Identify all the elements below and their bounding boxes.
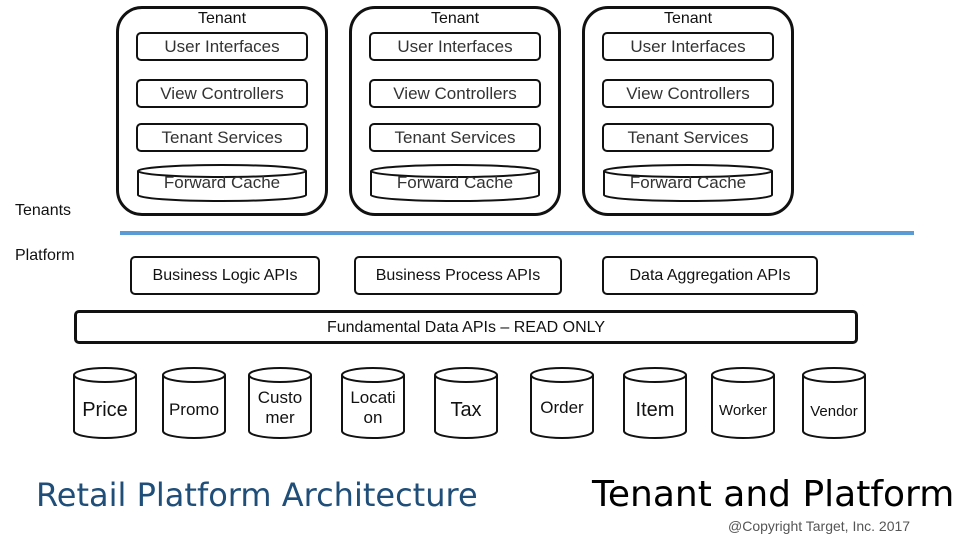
forward-cache-label: Forward Cache — [396, 173, 514, 192]
tenant-box-2: Tenant User Interfaces View Controllers … — [349, 6, 561, 216]
user-interfaces-layer: User Interfaces — [602, 32, 774, 61]
platform-label: Platform — [15, 247, 75, 264]
tenant-services-layer: Tenant Services — [136, 123, 308, 152]
tenant-services-layer: Tenant Services — [602, 123, 774, 152]
database-order: Order — [529, 366, 595, 440]
forward-cache-label: Forward Cache — [163, 173, 281, 192]
tenant-box-1: Tenant User Interfaces View Controllers … — [116, 6, 328, 216]
fundamental-data-apis-label: Fundamental Data APIs – READ ONLY — [326, 319, 606, 336]
forward-cache-cylinder: Forward Cache — [369, 164, 541, 202]
cache-cylinder-shape — [370, 164, 540, 202]
tenant-box-3: Tenant User Interfaces View Controllers … — [582, 6, 794, 216]
database-label: Vendor — [810, 403, 858, 420]
view-controllers-layer: View Controllers — [602, 79, 774, 108]
database-price: Price — [72, 366, 138, 440]
forward-cache-label: Forward Cache — [629, 173, 747, 192]
cache-cylinder-shape — [137, 164, 307, 202]
forward-cache-cylinder: Forward Cache — [136, 164, 308, 202]
business-logic-apis-box: Business Logic APIs — [130, 256, 320, 295]
user-interfaces-layer: User Interfaces — [136, 32, 308, 61]
copyright-text: @Copyright Target, Inc. 2017 — [728, 518, 911, 534]
database-vendor: Vendor — [801, 366, 867, 440]
database-label: Locati on — [350, 388, 396, 427]
tenant-title: Tenant — [663, 10, 713, 27]
business-process-apis-box: Business Process APIs — [354, 256, 562, 295]
database-label: Price — [82, 399, 128, 421]
data-aggregation-apis-box: Data Aggregation APIs — [602, 256, 818, 295]
database-label: Tax — [450, 399, 482, 421]
tenant-services-layer: Tenant Services — [369, 123, 541, 152]
retail-platform-architecture-title: Retail Platform Architecture — [36, 476, 478, 514]
database-tax: Tax — [433, 366, 499, 440]
database-label: Item — [635, 399, 675, 421]
tenant-title: Tenant — [430, 10, 480, 27]
view-controllers-layer: View Controllers — [369, 79, 541, 108]
view-controllers-layer: View Controllers — [136, 79, 308, 108]
database-label: Worker — [718, 402, 768, 419]
forward-cache-cylinder: Forward Cache — [602, 164, 774, 202]
tenant-title: Tenant — [197, 10, 247, 27]
database-label: Order — [540, 398, 584, 417]
tenants-label: Tenants — [15, 202, 72, 219]
fundamental-data-apis-bar: Fundamental Data APIs – READ ONLY — [74, 310, 858, 344]
tenant-and-platform-title: Tenant and Platform — [592, 474, 955, 515]
database-worker: Worker — [710, 366, 776, 440]
database-item: Item — [622, 366, 688, 440]
database-promo: Promo — [161, 366, 227, 440]
user-interfaces-layer: User Interfaces — [369, 32, 541, 61]
database-label: Custo mer — [257, 388, 303, 427]
database-customer: Custo mer — [247, 366, 313, 440]
database-location: Locati on — [340, 366, 406, 440]
database-label: Promo — [168, 400, 220, 419]
cache-cylinder-shape — [603, 164, 773, 202]
tenant-platform-divider — [120, 231, 914, 235]
